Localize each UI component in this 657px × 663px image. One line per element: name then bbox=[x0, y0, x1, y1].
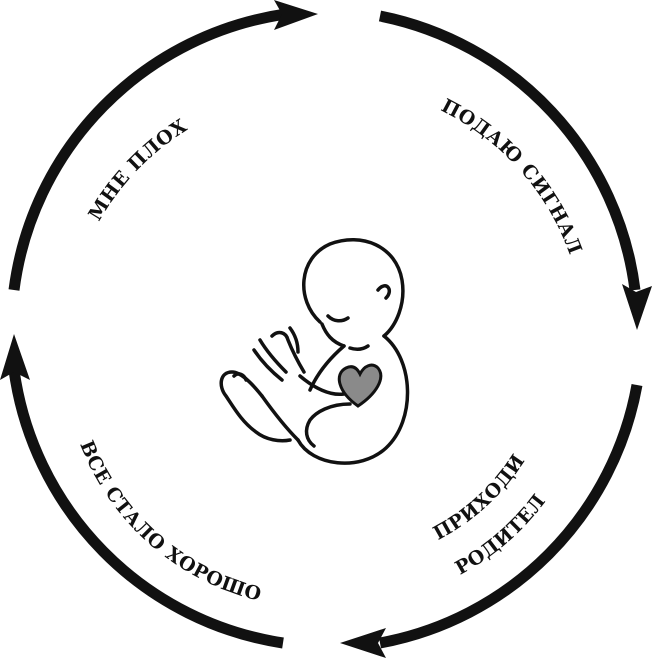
arrowhead-left bbox=[0, 334, 30, 380]
cycle-arrows bbox=[8, 8, 643, 649]
arrow-arc-bottom-right bbox=[379, 384, 643, 649]
label-bottom-right-line1: ПРИХОДИТ bbox=[0, 0, 529, 545]
arrow-arc-top-right bbox=[378, 10, 641, 291]
label-bottom-left: ВСЕ СТАЛО ХОРОШО bbox=[75, 437, 264, 605]
arrow-arc-top-left bbox=[8, 8, 287, 291]
arrowhead-top bbox=[274, 0, 318, 30]
cycle-labels: МНЕ ПЛОХО ПОДАЮ СИГНАЛ ПРИХОДИТ РОДИТЕЛЬ… bbox=[0, 0, 586, 606]
baby-fetus-icon bbox=[219, 238, 410, 465]
label-bottom-right-line2: РОДИТЕЛЬ bbox=[0, 0, 550, 579]
heart-icon bbox=[337, 363, 383, 408]
arrowhead-right bbox=[622, 284, 652, 330]
arrow-arc-bottom-left bbox=[8, 369, 284, 649]
arrowhead-bottom bbox=[340, 628, 386, 658]
